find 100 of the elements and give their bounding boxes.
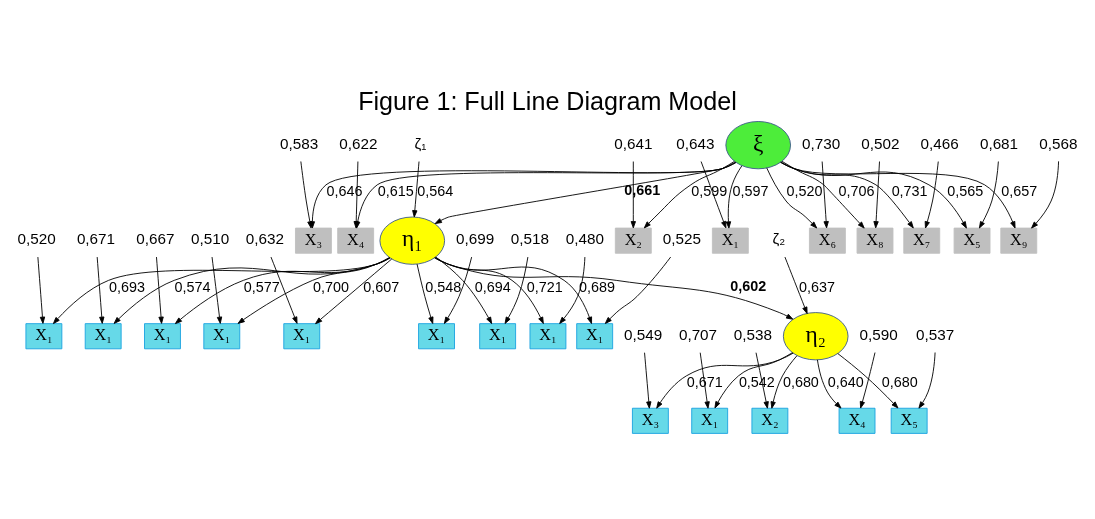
edge-label: 0,646 bbox=[326, 182, 363, 199]
node-text: 0,730 bbox=[802, 134, 841, 152]
node-text: ζ₂ bbox=[772, 229, 786, 247]
node-box: X₃ bbox=[295, 227, 332, 254]
arrow bbox=[770, 354, 798, 409]
diagram-title: Figure 1: Full Line Diagram Model bbox=[358, 86, 737, 115]
node-text: 0,590 bbox=[859, 325, 898, 343]
arrow bbox=[559, 256, 586, 324]
arrow bbox=[816, 358, 842, 409]
node-box: X₁ bbox=[711, 227, 749, 254]
node-box: X₂ bbox=[614, 227, 652, 254]
arrow bbox=[237, 256, 390, 324]
arrow bbox=[156, 256, 164, 324]
node-box: X₁ bbox=[479, 322, 517, 349]
arrow bbox=[1031, 160, 1059, 229]
arrow bbox=[755, 351, 769, 409]
node-box: X₅ bbox=[890, 407, 928, 434]
arrow bbox=[781, 160, 865, 229]
edge-label: 0,548 bbox=[425, 278, 462, 295]
arrow bbox=[604, 256, 672, 324]
edge-label: 0,564 bbox=[417, 182, 454, 199]
arrow bbox=[978, 160, 999, 228]
node-box: X₈ bbox=[856, 227, 894, 254]
node-box: X₁ bbox=[529, 322, 567, 349]
edge-label: 0,721 bbox=[526, 278, 563, 295]
edge-label: 0,565 bbox=[947, 182, 984, 199]
arrow bbox=[96, 256, 105, 324]
arrow bbox=[412, 160, 420, 217]
arrow bbox=[837, 352, 899, 408]
arrow bbox=[643, 160, 735, 228]
edge-label: 0,574 bbox=[174, 278, 211, 295]
arrow bbox=[924, 160, 939, 228]
node-box: X₆ bbox=[808, 227, 846, 254]
edge-label: 0,680 bbox=[881, 373, 918, 390]
arrow bbox=[315, 258, 393, 324]
arrow bbox=[434, 161, 736, 224]
arrow bbox=[700, 160, 727, 228]
arrow bbox=[725, 164, 743, 229]
node-text: 0,643 bbox=[676, 134, 715, 152]
arrow bbox=[52, 257, 391, 324]
node-text: 0,622 bbox=[339, 134, 378, 152]
node-box: X₃ bbox=[631, 407, 669, 434]
arrow bbox=[174, 256, 391, 324]
node-box: X₁ bbox=[691, 407, 729, 434]
arrow bbox=[780, 161, 1016, 228]
edge-label: 0,615 bbox=[377, 182, 414, 199]
edge-label: 0,637 bbox=[799, 278, 836, 295]
node-text: 0,525 bbox=[662, 229, 701, 247]
node-text: 0,518 bbox=[510, 229, 550, 247]
arrow bbox=[644, 351, 652, 409]
edge-label: 0,731 bbox=[891, 182, 928, 199]
edge-label: 0,597 bbox=[732, 182, 769, 199]
node-box: X₅ bbox=[953, 227, 991, 254]
edge-label: 0,542 bbox=[738, 373, 775, 390]
node-box: X₁ bbox=[203, 322, 241, 349]
edge-label: 0,671 bbox=[686, 373, 723, 390]
edge-label: 0,680 bbox=[782, 373, 819, 390]
edge-label: 0,640 bbox=[827, 373, 864, 390]
arrow bbox=[113, 256, 391, 324]
node-text: 0,466 bbox=[920, 134, 959, 152]
edge-label: 0,657 bbox=[1001, 182, 1038, 199]
arrow bbox=[630, 160, 636, 228]
arrow bbox=[504, 256, 529, 324]
node-box: X₂ bbox=[751, 407, 789, 434]
arrow bbox=[270, 256, 298, 324]
node-box: X₁ bbox=[418, 322, 455, 349]
node-text: 0,510 bbox=[191, 229, 230, 247]
node-box: X₁ bbox=[576, 322, 614, 349]
edge-label: 0,706 bbox=[838, 182, 875, 199]
node-box: X₁ bbox=[283, 322, 321, 349]
node-text: 0,641 bbox=[614, 134, 653, 152]
node-box: X₉ bbox=[1000, 227, 1038, 254]
edge-label: 0,599 bbox=[691, 182, 728, 199]
edge-label: 0,689 bbox=[578, 278, 615, 295]
arrow bbox=[780, 161, 967, 229]
node-box: X₄ bbox=[337, 227, 375, 254]
node-text: 0,667 bbox=[136, 229, 175, 247]
node-text: 0,671 bbox=[76, 229, 116, 247]
edge-label: 0,577 bbox=[243, 278, 280, 295]
arrow bbox=[714, 351, 793, 408]
node-text: 0,549 bbox=[624, 325, 663, 343]
arrow bbox=[699, 351, 710, 409]
node-text: 0,707 bbox=[678, 325, 718, 343]
edge-label: 0,602 bbox=[730, 277, 767, 294]
edge-label: 0,694 bbox=[474, 278, 511, 295]
arrow bbox=[766, 166, 818, 228]
node-text: 0,681 bbox=[979, 134, 1019, 152]
node-text: 0,699 bbox=[456, 229, 495, 247]
node-box: X₇ bbox=[903, 227, 941, 254]
arrow bbox=[873, 160, 880, 228]
node-text: 0,520 bbox=[17, 229, 56, 247]
arrow bbox=[918, 351, 936, 409]
node-text: 0,480 bbox=[565, 229, 604, 247]
arrow bbox=[434, 256, 544, 324]
arrow bbox=[784, 256, 808, 314]
arrow bbox=[443, 256, 473, 324]
node-text: 0,537 bbox=[916, 325, 955, 343]
arrow bbox=[211, 256, 223, 324]
arrow bbox=[435, 256, 493, 324]
node-box: X₁ bbox=[84, 322, 122, 349]
